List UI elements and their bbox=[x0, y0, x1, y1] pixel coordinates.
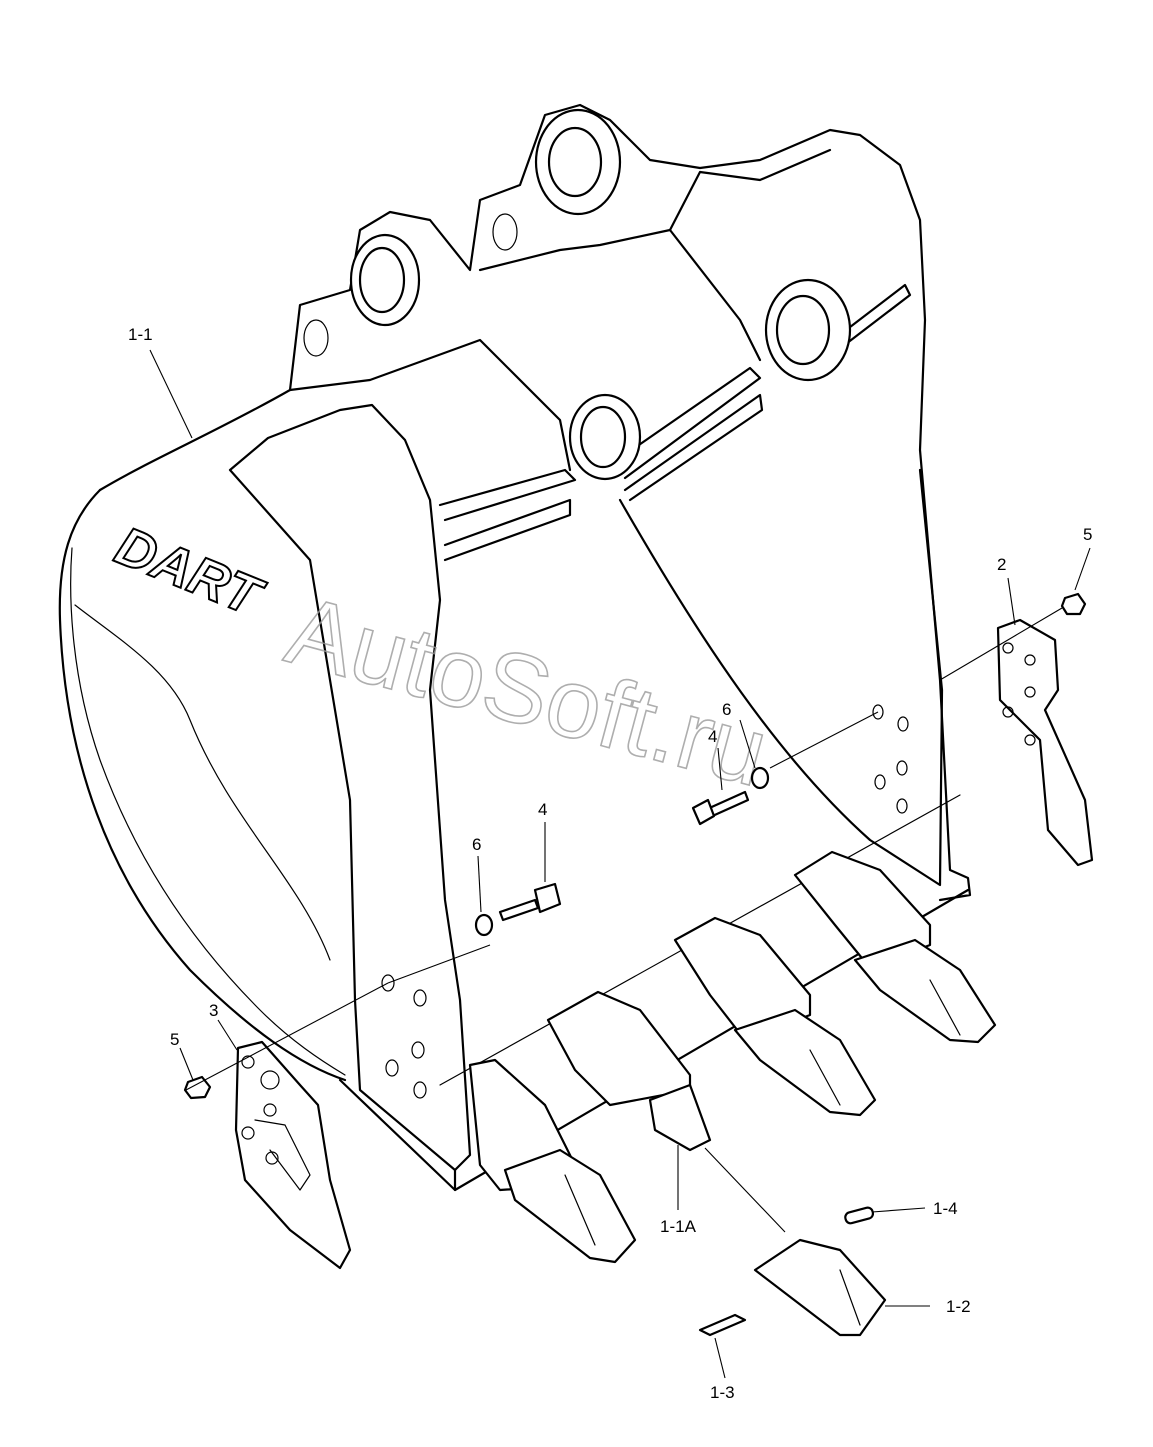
tooth-2 bbox=[546, 990, 712, 1152]
bolt-right bbox=[691, 790, 750, 826]
side-cutter-left bbox=[234, 1040, 352, 1270]
callout-side-cutter-left: 3 bbox=[209, 1001, 218, 1020]
teeth bbox=[468, 850, 997, 1264]
callout-labels: 1-1 1-1A 1-2 1-3 1-4 2 3 4 4 5 5 6 6 bbox=[128, 325, 1092, 1402]
brand-logo: DART bbox=[108, 515, 272, 628]
callout-lock-pin: 1-3 bbox=[710, 1383, 735, 1402]
callout-nut-left: 5 bbox=[170, 1030, 179, 1049]
callout-nut-right: 5 bbox=[1083, 525, 1092, 544]
callout-retainer: 1-4 bbox=[933, 1199, 958, 1218]
tooth-4 bbox=[793, 850, 997, 1044]
leader-lines bbox=[149, 349, 1091, 1379]
tooth-3 bbox=[673, 916, 877, 1117]
tooth-point-exploded bbox=[753, 1238, 887, 1337]
callout-bolt-left: 4 bbox=[538, 800, 547, 819]
washer-right bbox=[750, 766, 770, 790]
callout-washer-left: 6 bbox=[472, 835, 481, 854]
tooth-1 bbox=[468, 1058, 637, 1264]
callout-adapter: 1-1A bbox=[660, 1217, 697, 1236]
callout-side-cutter-right: 2 bbox=[997, 555, 1006, 574]
callout-bolt-right: 4 bbox=[708, 727, 717, 746]
callout-bucket: 1-1 bbox=[128, 325, 153, 344]
pin-bosses bbox=[303, 108, 852, 481]
washer-left bbox=[474, 913, 494, 937]
nut-left bbox=[183, 1075, 212, 1100]
side-cutter-right bbox=[996, 618, 1094, 867]
watermark: AutoSoft.ru bbox=[277, 574, 779, 807]
nut-right bbox=[1060, 592, 1087, 616]
bolt-left bbox=[498, 882, 562, 922]
lock-pin-part bbox=[698, 1313, 747, 1337]
callout-tooth-point: 1-2 bbox=[946, 1297, 971, 1316]
retainer-part bbox=[844, 1206, 875, 1225]
callout-washer-right: 6 bbox=[722, 700, 731, 719]
